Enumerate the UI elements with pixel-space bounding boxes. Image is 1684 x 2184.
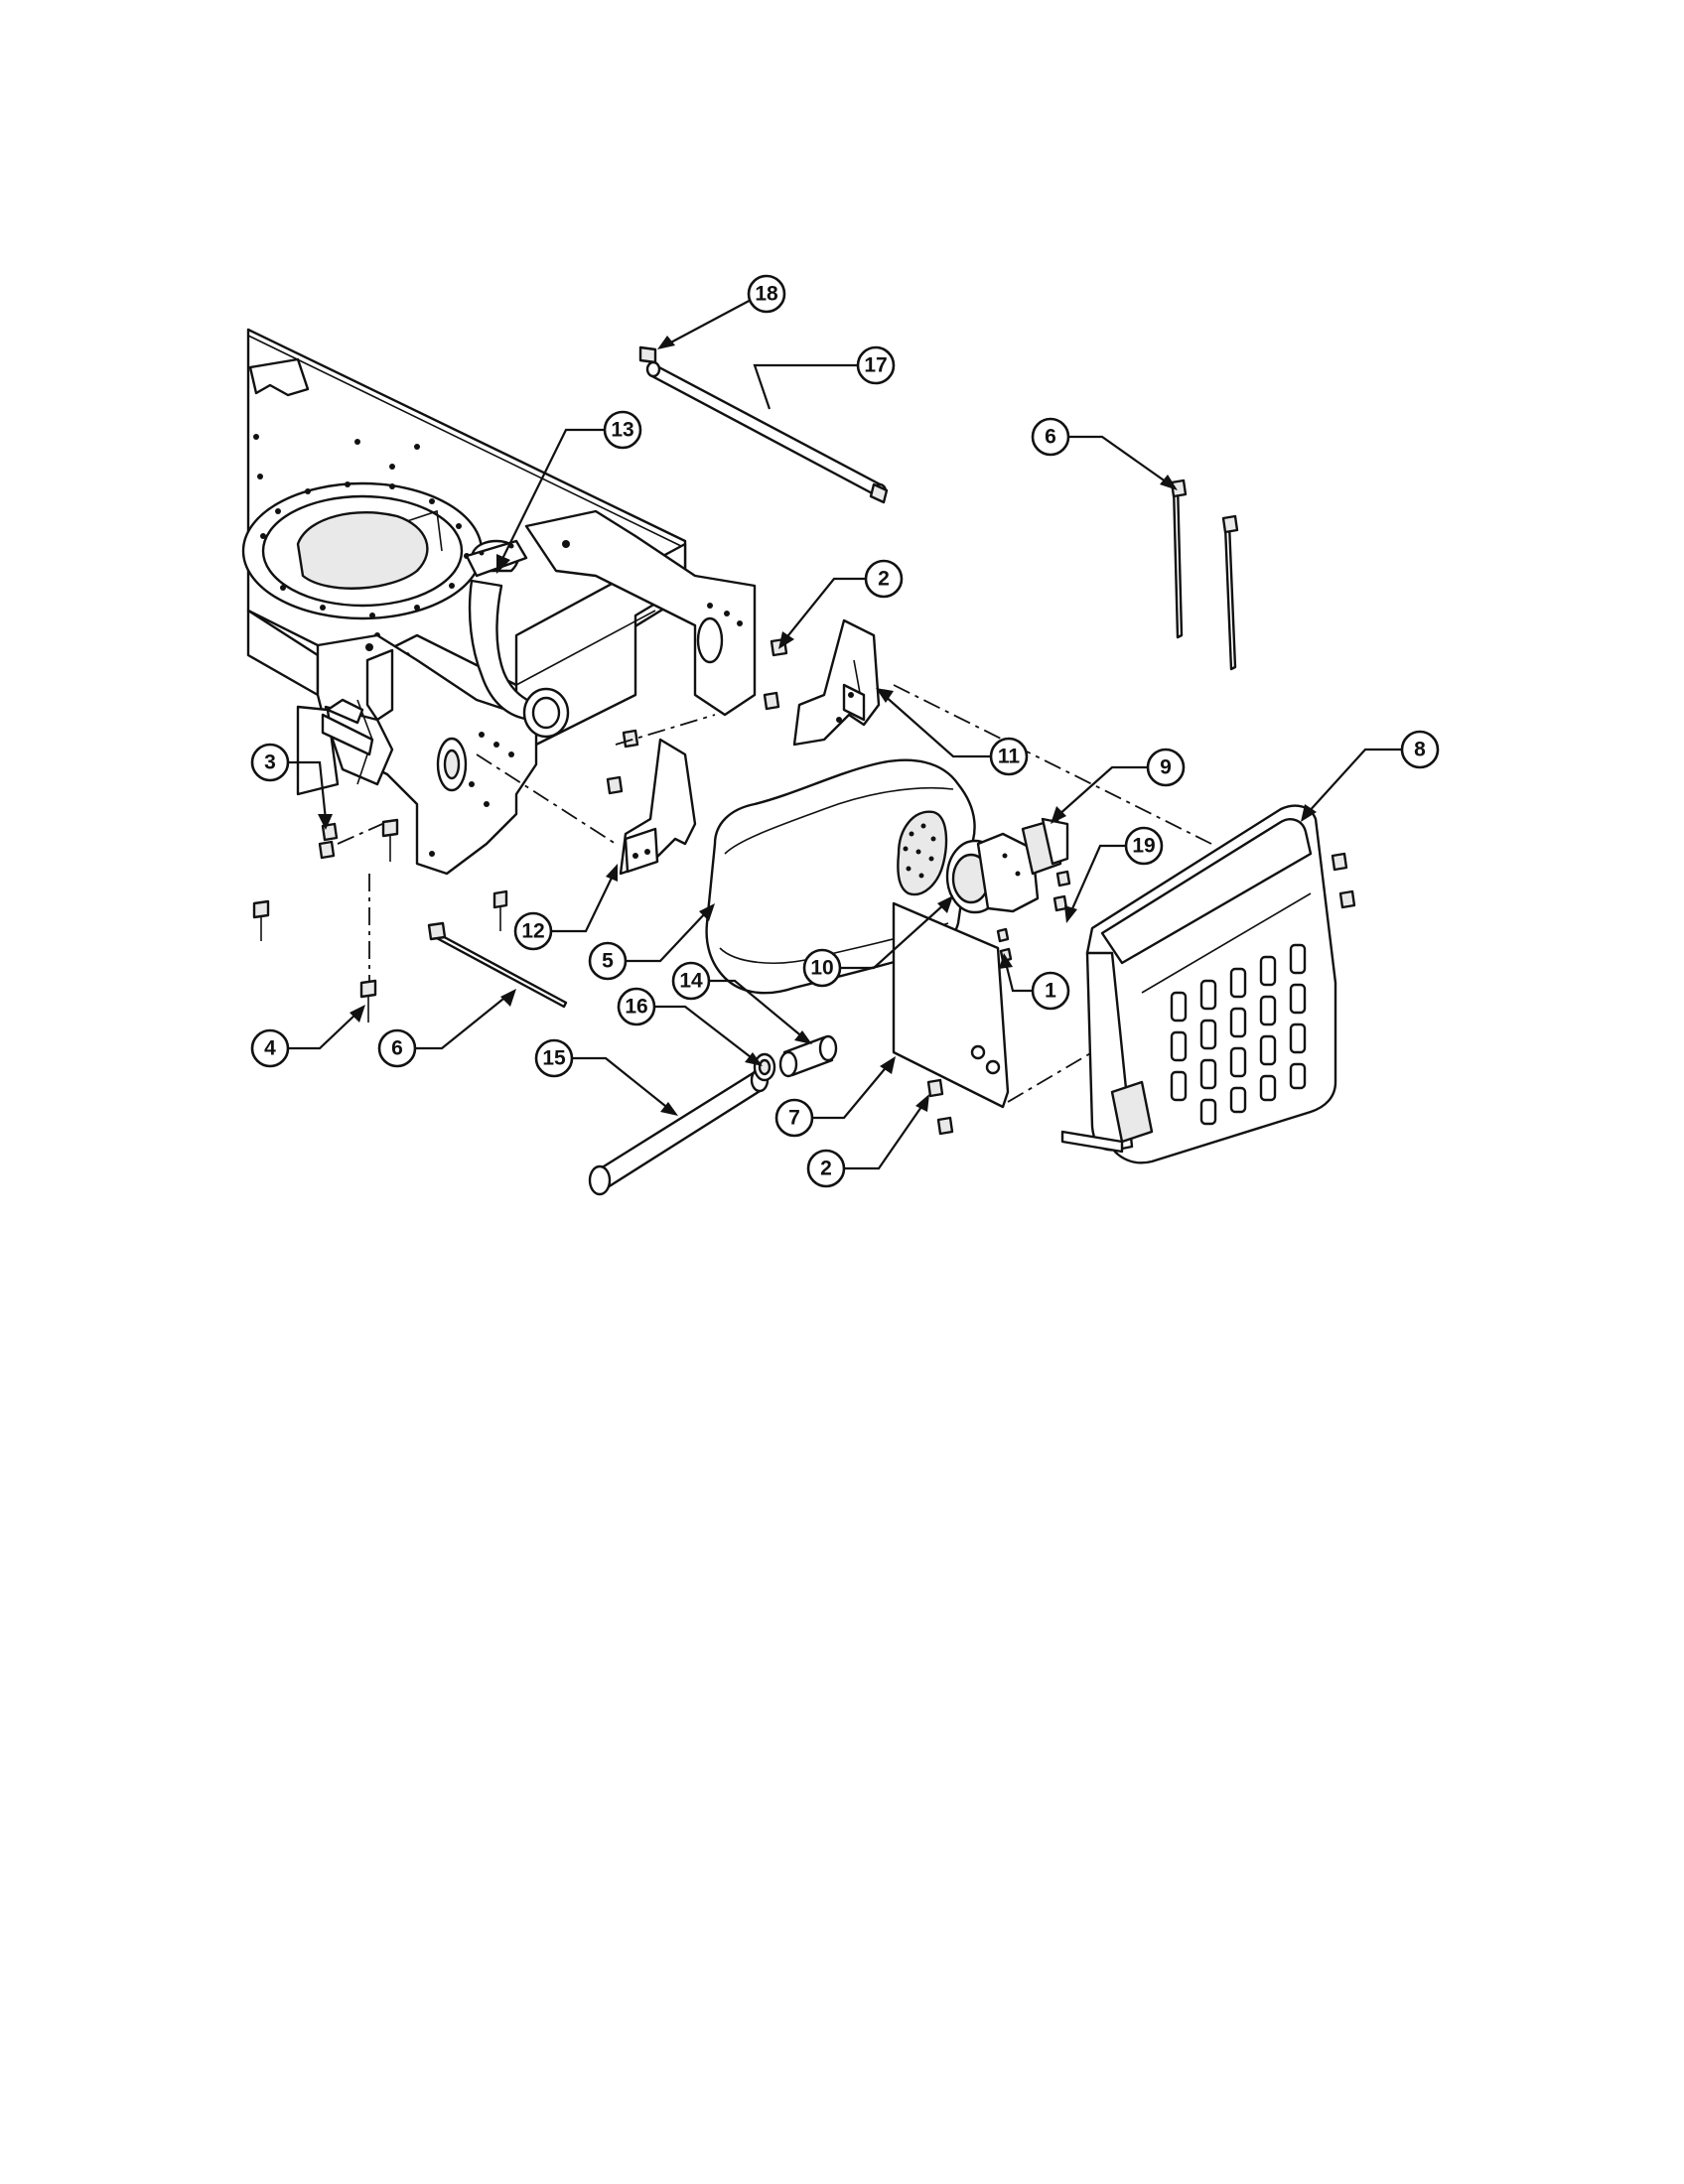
svg-text:19: 19 <box>1132 835 1155 858</box>
muffler-outlet <box>945 817 1069 914</box>
svg-text:4: 4 <box>264 1037 276 1060</box>
muffler-guard <box>1060 804 1337 1164</box>
svg-text:12: 12 <box>521 920 544 943</box>
svg-text:6: 6 <box>1045 426 1056 449</box>
callout-19: 19 <box>1064 826 1164 923</box>
callout-2-bottom: 2 <box>806 1094 929 1188</box>
tube <box>588 1067 770 1196</box>
callout-13: 13 <box>496 410 642 574</box>
svg-text:6: 6 <box>391 1037 403 1060</box>
rod <box>645 360 889 504</box>
callout-15: 15 <box>534 1038 678 1116</box>
callout-2-top: 2 <box>778 559 904 649</box>
guard-vent-slots <box>1170 943 1307 1126</box>
svg-text:1: 1 <box>1045 980 1056 1003</box>
callout-6-top: 6 <box>1031 417 1178 490</box>
rod-nut <box>638 345 657 364</box>
callout-11: 11 <box>876 688 1029 776</box>
svg-text:5: 5 <box>602 950 614 973</box>
callout-3: 3 <box>250 743 333 830</box>
svg-text:9: 9 <box>1160 756 1172 779</box>
muffler-perforations <box>903 823 936 879</box>
assembly-lines <box>337 684 1212 1103</box>
callout-14: 14 <box>671 961 812 1044</box>
callout-18: 18 <box>657 274 786 349</box>
svg-text:16: 16 <box>625 996 647 1019</box>
callout-5: 5 <box>588 903 715 981</box>
callout-17: 17 <box>753 345 896 410</box>
svg-text:2: 2 <box>820 1158 832 1180</box>
fitting <box>778 1034 838 1078</box>
svg-text:11: 11 <box>998 746 1021 768</box>
svg-text:18: 18 <box>755 283 778 306</box>
cable-tie-lower <box>427 921 568 1009</box>
svg-text:3: 3 <box>264 751 276 774</box>
frame-assembly <box>241 328 757 876</box>
callout-4: 4 <box>250 1005 365 1068</box>
callout-6-bottom: 6 <box>377 989 516 1068</box>
svg-text:14: 14 <box>679 970 703 993</box>
callout-16: 16 <box>617 987 763 1066</box>
svg-text:8: 8 <box>1414 739 1426 761</box>
front-muffler-bracket <box>619 738 697 876</box>
hose-clamp <box>753 1052 776 1082</box>
callout-12: 12 <box>513 864 618 951</box>
svg-text:15: 15 <box>542 1047 566 1070</box>
callout-8: 8 <box>1301 730 1440 822</box>
svg-text:2: 2 <box>878 568 890 591</box>
heat-shield-plate <box>892 901 1010 1109</box>
svg-text:17: 17 <box>864 354 887 377</box>
callout-9: 9 <box>1051 748 1186 824</box>
rear-heat-bracket <box>792 618 881 747</box>
callout-1: 1 <box>999 953 1070 1011</box>
callout-7: 7 <box>774 1056 896 1138</box>
callout-10: 10 <box>802 895 953 988</box>
svg-text:10: 10 <box>810 957 833 980</box>
cable-tie-pair <box>1170 478 1239 671</box>
svg-text:7: 7 <box>788 1107 800 1130</box>
svg-text:13: 13 <box>611 419 633 442</box>
